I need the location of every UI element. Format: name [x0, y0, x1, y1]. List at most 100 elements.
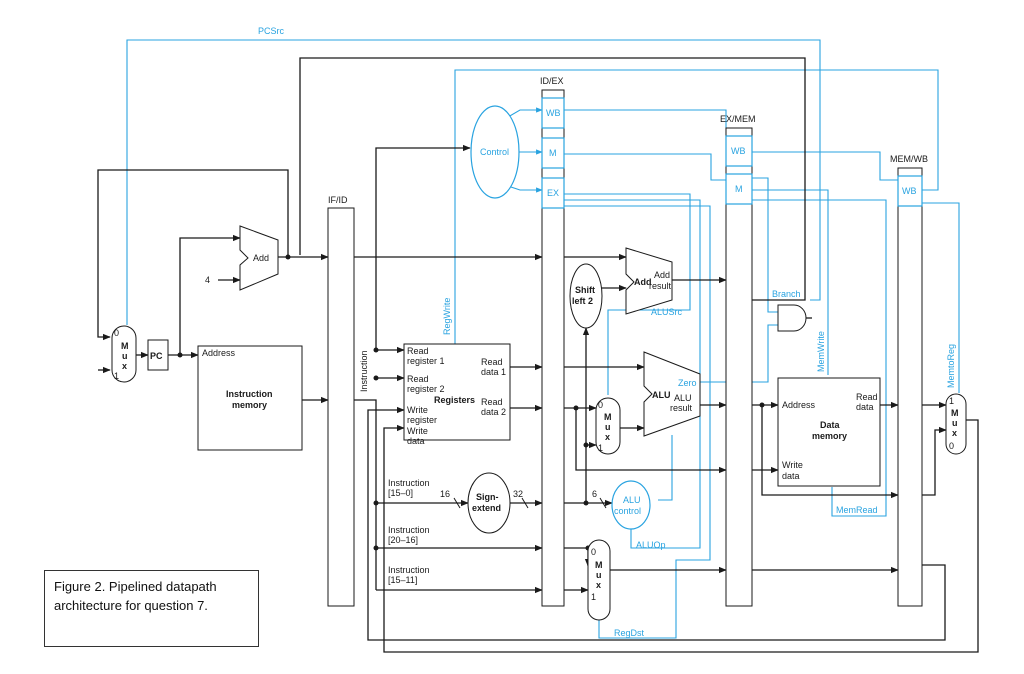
- svg-text:control: control: [614, 506, 641, 516]
- pc-adder: Add: [239, 225, 279, 291]
- instruction-memory: Address Instruction memory: [197, 345, 303, 451]
- svg-text:WB: WB: [546, 108, 561, 118]
- svg-text:Instruction: Instruction: [388, 525, 430, 535]
- svg-text:6: 6: [592, 489, 597, 499]
- svg-text:data 1: data 1: [481, 367, 506, 377]
- svg-text:ALUOp: ALUOp: [636, 540, 666, 550]
- svg-text:Zero: Zero: [678, 378, 697, 388]
- svg-text:EX/MEM: EX/MEM: [720, 114, 756, 124]
- svg-text:ID/EX: ID/EX: [540, 76, 564, 86]
- svg-text:MemtoReg: MemtoReg: [946, 344, 956, 388]
- regdst-wire: [564, 205, 711, 639]
- svg-text:u: u: [122, 351, 128, 361]
- svg-text:1: 1: [114, 371, 119, 381]
- svg-text:RegWrite: RegWrite: [442, 298, 452, 335]
- junction-dots: [177, 254, 765, 551]
- svg-text:x: x: [122, 361, 127, 371]
- control-unit: Control: [470, 105, 520, 199]
- svg-text:ALU: ALU: [623, 495, 641, 505]
- svg-text:Address: Address: [782, 400, 816, 410]
- svg-text:M: M: [951, 408, 959, 418]
- svg-text:Add: Add: [634, 277, 652, 287]
- svg-text:x: x: [596, 580, 601, 590]
- svg-text:register 1: register 1: [407, 356, 445, 366]
- writeback-mux: 1 M u x 0: [945, 393, 967, 455]
- alu: ALU ALU result Zero: [643, 351, 701, 437]
- svg-text:1: 1: [949, 396, 954, 406]
- svg-text:register: register: [407, 415, 437, 425]
- zero-to-and: [752, 324, 778, 383]
- writeback-data-loop: [383, 419, 979, 653]
- pcsrc-wire: [126, 39, 821, 325]
- svg-text:ALU: ALU: [652, 390, 671, 400]
- svg-text:M: M: [735, 184, 743, 194]
- svg-text:1: 1: [591, 592, 596, 602]
- writeback-reg-loop: [367, 406, 946, 641]
- svg-text:Shift: Shift: [575, 285, 595, 295]
- svg-text:32: 32: [513, 489, 523, 499]
- memwrite-wire: [752, 189, 829, 375]
- svg-text:M: M: [549, 148, 557, 158]
- svg-text:Add: Add: [253, 253, 269, 263]
- svg-text:M: M: [604, 412, 612, 422]
- pc-to-add: [179, 234, 241, 355]
- svg-text:Read: Read: [856, 392, 878, 402]
- addr-bypass: [761, 405, 899, 499]
- svg-text:[15–0]: [15–0]: [388, 488, 413, 498]
- svg-text:WB: WB: [902, 186, 917, 196]
- svg-text:Address: Address: [202, 348, 236, 358]
- svg-text:M: M: [121, 341, 129, 351]
- svg-text:EX: EX: [547, 188, 559, 198]
- svg-text:u: u: [952, 418, 958, 428]
- memtoreg-wire: [922, 202, 960, 393]
- svg-text:IF/ID: IF/ID: [328, 195, 348, 205]
- idex-wb-forward: [564, 109, 727, 140]
- branch-wire: [752, 177, 778, 313]
- alucontrol-to-alu: [658, 435, 673, 501]
- svg-text:data: data: [856, 402, 874, 412]
- pc-register: PC: [147, 339, 169, 371]
- svg-text:data: data: [407, 436, 425, 446]
- id-ex-register: ID/EX WB M EX: [540, 76, 565, 607]
- svg-text:left 2: left 2: [572, 296, 593, 306]
- rd2-to-exmem: [575, 408, 727, 474]
- branch-adder: Add Add result: [625, 247, 673, 315]
- svg-text:Add: Add: [654, 270, 670, 280]
- regdst-mux: 0 M u x 1: [587, 539, 611, 621]
- svg-text:data: data: [782, 471, 800, 481]
- svg-text:1: 1: [598, 443, 603, 453]
- control-wires: [126, 39, 960, 639]
- svg-text:Instruction: Instruction: [388, 478, 430, 488]
- svg-text:RegDst: RegDst: [614, 628, 645, 638]
- constant-four: 4: [205, 275, 210, 285]
- control-to-ex: [507, 185, 543, 193]
- svg-text:MemRead: MemRead: [836, 505, 878, 515]
- pc-add-to-mux: [97, 169, 289, 341]
- aluop-wire: [564, 199, 701, 549]
- svg-text:memory: memory: [232, 400, 267, 410]
- if-id-register: IF/ID Instruction: [327, 195, 369, 607]
- branch-and-gate: [777, 304, 807, 332]
- svg-text:u: u: [605, 422, 611, 432]
- svg-text:0: 0: [598, 400, 603, 410]
- svg-text:result: result: [649, 281, 672, 291]
- alu-control: ALU control: [611, 480, 651, 530]
- svg-text:0: 0: [591, 547, 596, 557]
- svg-text:Registers: Registers: [434, 395, 475, 405]
- figure-caption: Figure 2. Pipelined datapath architectur…: [44, 570, 259, 647]
- control-labels: PCSrc RegWrite MemWrite MemtoReg Branch …: [258, 26, 956, 638]
- svg-text:Instruction: Instruction: [359, 350, 369, 392]
- data-wires: [97, 57, 979, 653]
- caption-line-1: Figure 2. Pipelined datapath: [54, 579, 217, 594]
- svg-text:0: 0: [114, 328, 119, 338]
- caption-line-2: architecture for question 7.: [54, 598, 208, 613]
- pc-mux: 0 M u x 1: [111, 325, 137, 383]
- svg-text:x: x: [952, 428, 957, 438]
- shift-left-2: Shift left 2: [569, 263, 603, 329]
- idex-m-forward: [564, 153, 726, 181]
- svg-text:PC: PC: [150, 351, 163, 361]
- memread-wire: [752, 199, 887, 517]
- control-to-wb: [507, 107, 543, 118]
- svg-text:Branch: Branch: [772, 289, 801, 299]
